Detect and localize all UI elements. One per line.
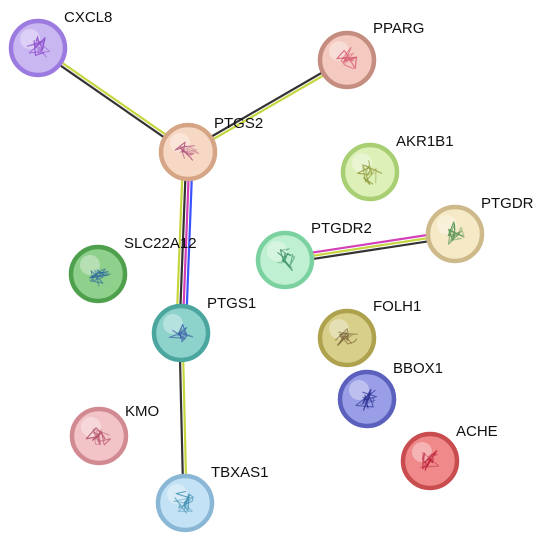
node-kmo[interactable]: KMO — [69, 403, 159, 466]
protein-structure-icon — [89, 268, 112, 287]
edge-evidence-line — [175, 151, 185, 333]
node-bubble[interactable] — [158, 122, 218, 182]
node-bubble[interactable] — [8, 18, 68, 78]
protein-structure-icon — [447, 221, 465, 245]
edge-evidence-line — [36, 48, 188, 155]
node-pparg[interactable]: PPARG — [317, 20, 424, 90]
node-ptgs2[interactable]: PTGS2 — [158, 115, 263, 182]
edge-evidence-line — [184, 152, 194, 334]
edge-evidence-line — [178, 151, 188, 333]
node-ptgdr[interactable]: PTGDR — [425, 195, 534, 264]
protein-structure-icon — [168, 324, 194, 343]
node-label: PTGS2 — [214, 115, 263, 132]
node-label: TBXAS1 — [211, 464, 269, 481]
node-label: FOLH1 — [373, 298, 421, 315]
node-highlight — [80, 255, 100, 275]
node-highlight — [412, 442, 432, 462]
node-label: BBOX1 — [393, 360, 443, 377]
protein-structure-icon — [420, 450, 440, 471]
node-ptgdr2[interactable]: PTGDR2 — [255, 220, 372, 290]
node-ache[interactable]: ACHE — [400, 423, 498, 491]
protein-structure-icon — [26, 34, 51, 58]
node-highlight — [163, 314, 183, 334]
node-tbxas1[interactable]: TBXAS1 — [155, 464, 269, 533]
node-label: SLC22A12 — [124, 235, 197, 252]
edge-pparg-ptgs2[interactable] — [186, 57, 349, 155]
node-bubble[interactable] — [340, 142, 400, 202]
node-akr1b1[interactable]: AKR1B1 — [340, 133, 454, 202]
edge-evidence-line — [38, 45, 190, 152]
protein-structure-icon — [173, 490, 194, 514]
node-slc22a12[interactable]: SLC22A12 — [68, 235, 197, 304]
node-highlight — [349, 380, 369, 400]
edge-evidence-line — [188, 60, 349, 155]
protein-structure-icon — [277, 248, 296, 272]
edge-evidence-line — [186, 57, 347, 152]
protein-structure-icon — [357, 160, 383, 186]
node-label: PTGDR2 — [311, 220, 372, 237]
protein-structure-icon — [335, 328, 359, 346]
node-label: KMO — [125, 403, 159, 420]
edge-cxcl8-ptgs2[interactable] — [36, 45, 190, 155]
protein-structure-icon — [174, 141, 200, 161]
protein-structure-icon — [355, 388, 378, 411]
node-highlight — [170, 133, 190, 153]
node-label: CXCL8 — [64, 9, 112, 26]
edge-ptgs2-ptgs1[interactable] — [175, 151, 194, 334]
protein-structure-icon — [85, 427, 111, 446]
node-ptgs1[interactable]: PTGS1 — [151, 295, 256, 363]
protein-structure-icon — [336, 47, 358, 70]
node-bubble[interactable] — [317, 308, 377, 368]
node-label: ACHE — [456, 423, 498, 440]
node-folh1[interactable]: FOLH1 — [317, 298, 421, 368]
node-label: PTGDR — [481, 195, 534, 212]
node-label: AKR1B1 — [396, 133, 454, 150]
node-cxcl8[interactable]: CXCL8 — [8, 9, 112, 78]
node-label: PPARG — [373, 20, 424, 37]
node-label: PTGS1 — [207, 295, 256, 312]
edge-evidence-line — [181, 152, 191, 334]
node-highlight — [81, 417, 101, 437]
node-bbox1[interactable]: BBOX1 — [337, 360, 443, 429]
